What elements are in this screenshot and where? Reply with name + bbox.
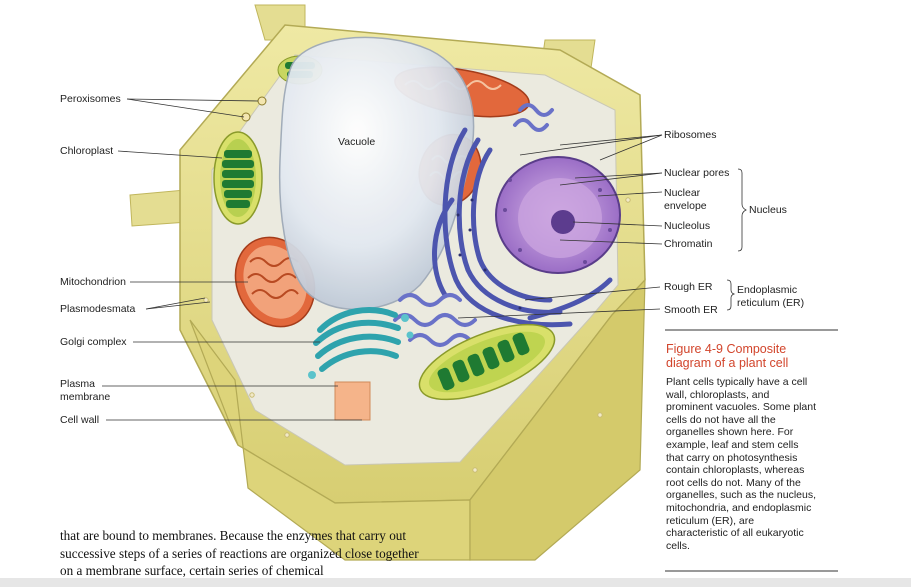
- chloroplast-right: [418, 323, 556, 401]
- leader-lines-right: [457, 134, 663, 319]
- plasmodesmata-dots: [203, 197, 631, 473]
- label-smooth-er: Smooth ER: [664, 304, 718, 316]
- body-paragraph: that are bound to membranes. Because the…: [60, 528, 419, 578]
- chloroplast-left: [213, 131, 263, 225]
- label-nucleolus: Nucleolus: [664, 220, 711, 232]
- caption-title-line1: Composite: [726, 342, 787, 356]
- nucleus: [495, 156, 621, 274]
- plasma-membrane-cutaway: [334, 381, 371, 421]
- label-peroxisomes: Peroxisomes: [60, 93, 121, 105]
- label-chromatin: Chromatin: [664, 238, 713, 250]
- caption-title: Figure 4-9 Composite diagram of a plant …: [666, 342, 846, 370]
- label-er-line2: reticulum (ER): [737, 297, 805, 309]
- caption-body: Plant cells typically have a cell wall, …: [666, 376, 817, 552]
- label-nuclear-pores: Nuclear pores: [664, 167, 730, 179]
- cell-wall-front-right: [469, 278, 646, 561]
- figure-caption: Figure 4-9 Composite diagram of a plant …: [666, 342, 846, 552]
- label-plasma-membrane-line1: Plasma: [60, 378, 96, 390]
- caption-figure-number: Figure 4-9: [666, 342, 723, 356]
- label-chloroplast: Chloroplast: [60, 145, 114, 157]
- label-nuclear-envelope-line2: envelope: [664, 200, 707, 212]
- label-er-line1: Endoplasmic: [737, 284, 798, 296]
- smooth-er: [393, 103, 554, 347]
- label-vacuole: Vacuole: [338, 136, 376, 148]
- label-golgi-complex: Golgi complex: [60, 336, 127, 348]
- leader-lines-left: [102, 98, 362, 421]
- label-plasmodesmata: Plasmodesmata: [60, 303, 136, 315]
- label-rough-er: Rough ER: [664, 281, 713, 293]
- label-mitochondrion: Mitochondrion: [60, 276, 126, 288]
- label-plasma-membrane-line2: membrane: [60, 391, 111, 403]
- vacuole: [278, 36, 475, 310]
- er-bracket: [726, 279, 736, 311]
- rough-er: [432, 127, 613, 328]
- golgi-complex: [313, 307, 401, 372]
- nucleus-bracket: [737, 168, 747, 252]
- peroxisomes: [241, 96, 267, 122]
- er-ribosome-dots: [456, 198, 522, 310]
- golgi-vesicles: [308, 314, 414, 379]
- label-nuclear-envelope-line1: Nuclear: [664, 187, 701, 199]
- caption-title-line2: diagram of a plant cell: [666, 356, 789, 370]
- label-nucleus: Nucleus: [749, 204, 787, 216]
- label-ribosomes: Ribosomes: [664, 129, 717, 141]
- page-bottom-bar: [0, 578, 911, 587]
- label-cell-wall: Cell wall: [60, 414, 100, 426]
